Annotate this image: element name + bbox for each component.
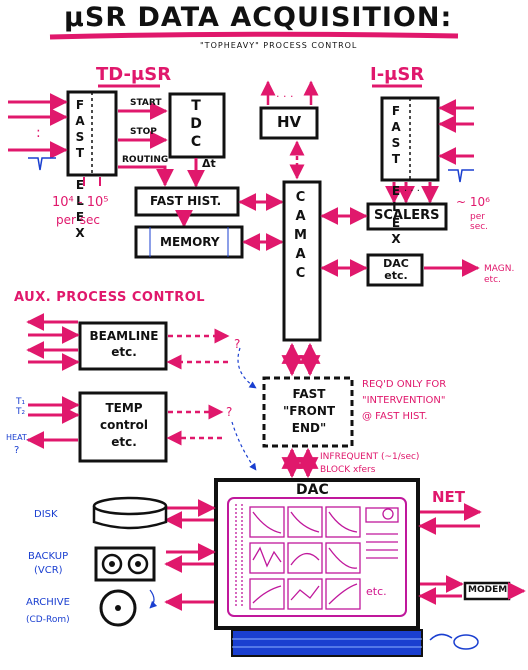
mouse: [429, 633, 453, 641]
fast-hist-label: FAST HIST.: [150, 194, 222, 208]
i-musr-heading: I-μSR: [370, 64, 425, 85]
td-musr-heading: TD-μSR: [96, 64, 172, 85]
dac-main-label: DAC: [296, 482, 329, 498]
disk-label: DISK: [34, 509, 58, 520]
dac-main-box: [214, 478, 420, 630]
cdrom-label: (CD-Rom): [26, 615, 70, 625]
modem-label: MODEM: [468, 585, 508, 595]
temp-box: [78, 391, 168, 463]
magn-label: MAGN. etc.: [484, 264, 515, 285]
hv-dots: . . .: [276, 87, 294, 100]
reqd-note: REQ'D ONLY FOR: [362, 379, 447, 390]
t2-label: T₂: [16, 407, 26, 417]
vcr-label: (VCR): [34, 565, 63, 576]
routing-label: ROUTING: [122, 155, 169, 165]
per-sec-right-label: per sec.: [470, 212, 489, 232]
scalers-box: [366, 202, 448, 231]
page-subtitle: "TOPHEAVY" PROCESS CONTROL: [200, 41, 358, 50]
memory-label: MEMORY: [160, 235, 220, 249]
screen-plots: [235, 504, 399, 610]
backup-label: BACKUP: [28, 551, 69, 562]
dac-keyboard: [231, 629, 423, 657]
dac-etc-box: [366, 253, 424, 287]
heat-label: HEAT.: [6, 433, 29, 442]
pulse-left: [28, 157, 56, 171]
title-underline: [49, 31, 459, 40]
question-mark-temp: ?: [226, 405, 233, 419]
vcr-icon: [94, 546, 156, 582]
dac-etc-label: DAC etc.: [383, 257, 409, 282]
stop-label: STOP: [130, 127, 157, 137]
input-dots: :: [36, 125, 41, 141]
hv-box: [259, 106, 319, 140]
cdrom-icon: [99, 589, 137, 627]
camac-box: [282, 180, 322, 342]
t1-label: T₁: [16, 397, 26, 407]
aux-heading: AUX. PROCESS CONTROL: [14, 290, 206, 305]
delta-t-label: Δt: [202, 157, 216, 170]
tdc-label: TDC: [188, 98, 204, 152]
dac-screen: [227, 497, 407, 617]
front-end-label: FAST "FRONT END": [282, 387, 336, 435]
question-mark-beamline: ?: [234, 337, 241, 351]
intervention-note: "INTERVENTION": [362, 395, 446, 406]
disk-icon: [92, 496, 168, 530]
archive-label: ARCHIVE: [26, 597, 70, 608]
block-xfers-note: BLOCK xfers: [320, 465, 376, 475]
front-end-box: [262, 376, 354, 448]
net-label: NET: [432, 488, 466, 506]
hv-label: HV: [277, 113, 302, 131]
beamline-label: BEAMLINE etc.: [89, 329, 159, 359]
page-title: μSR DATA ACQUISITION:: [64, 2, 453, 33]
start-label: START: [130, 98, 162, 108]
infrequent-note: INFREQUENT (~1/sec): [320, 452, 420, 462]
rate-left-label: 10⁴ - 10⁵: [52, 195, 109, 210]
screen-etc: etc.: [366, 585, 387, 598]
tdc-box: [168, 92, 226, 159]
camac-label: CAMAC: [293, 190, 308, 285]
rate-right-label: ~ 10⁶: [456, 195, 490, 209]
scaler-dots: . . .: [404, 183, 420, 194]
per-sec-left-label: per sec: [56, 213, 100, 227]
fast-elex-right-label: FAST ELEX: [389, 104, 403, 248]
question-mark-heat: ?: [14, 445, 20, 456]
fast-elex-left-label: FAST ELEX: [73, 98, 87, 242]
beamline-box: [78, 321, 168, 371]
at-fast-hist-note: @ FAST HIST.: [362, 411, 428, 422]
memory-box: [134, 225, 244, 259]
temp-label: TEMP control etc.: [100, 401, 148, 449]
scalers-label: SCALERS: [374, 208, 440, 223]
